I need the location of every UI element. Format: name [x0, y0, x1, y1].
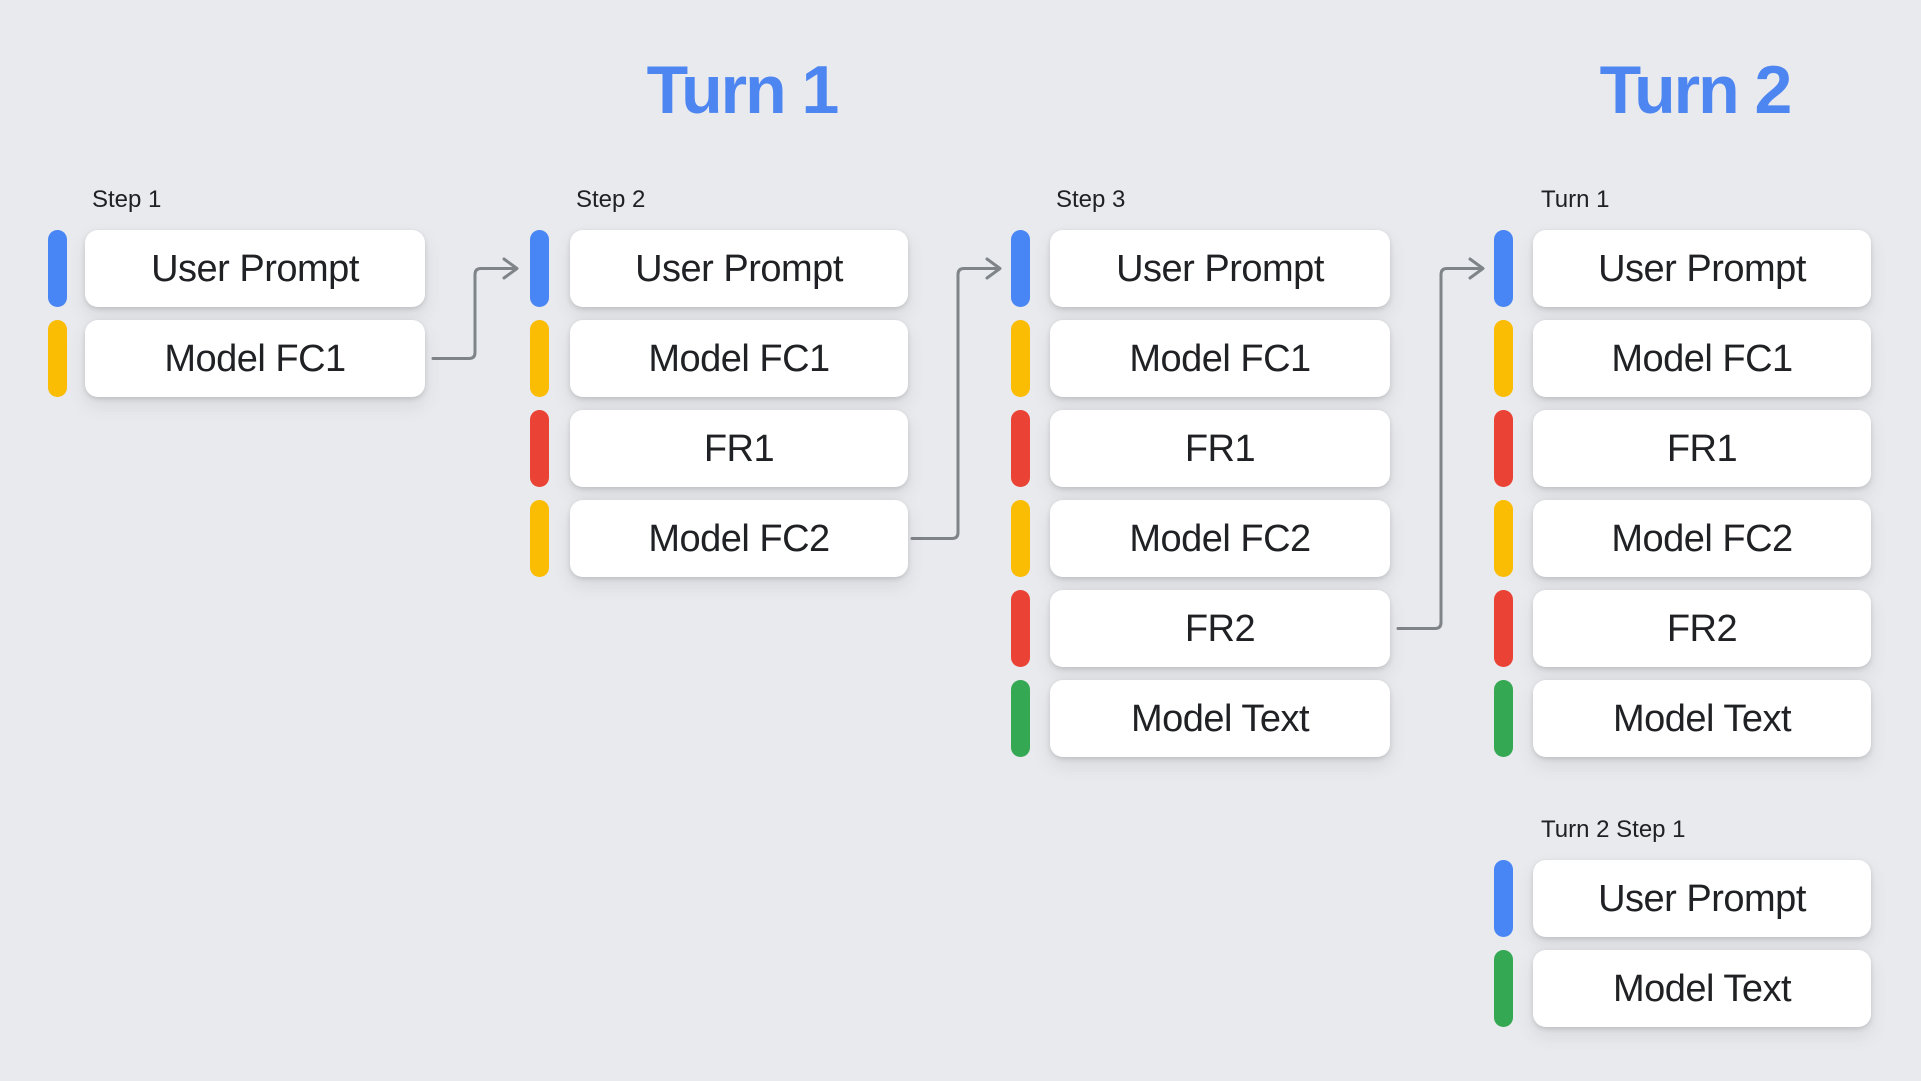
fr2-color-bar [1011, 590, 1030, 667]
fr2-label: FR2 [1666, 607, 1738, 650]
user-prompt-color-bar [1011, 230, 1030, 307]
user-prompt-color-bar [1494, 230, 1513, 307]
model-text-color-bar [1494, 950, 1513, 1027]
fr2-card: FR2 [1050, 590, 1390, 667]
user-prompt-card: User Prompt [1533, 230, 1871, 307]
model-fc2-card: Model FC2 [1050, 500, 1390, 577]
user-prompt-color-bar [1494, 860, 1513, 937]
user-prompt-card: User Prompt [1533, 860, 1871, 937]
group-label-step-2: Step 2 [576, 186, 646, 213]
model-text-card: Model Text [1050, 680, 1390, 757]
user-prompt-color-bar [48, 230, 67, 307]
model-fc2-label: Model FC2 [1611, 517, 1793, 560]
model-fc1-color-bar [530, 320, 549, 397]
model-text-color-bar [1011, 680, 1030, 757]
model-fc1-color-bar [48, 320, 67, 397]
user-prompt-card: User Prompt [1050, 230, 1390, 307]
fr1-label: FR1 [1184, 427, 1256, 470]
turn2-heading: Turn 2 [1599, 52, 1793, 128]
group-label-step-1: Step 1 [92, 186, 162, 213]
group-label-step-3: Step 3 [1056, 186, 1126, 213]
fr1-color-bar [1011, 410, 1030, 487]
user-prompt-card: User Prompt [85, 230, 425, 307]
model-fc2-card: Model FC2 [570, 500, 908, 577]
model-fc2-color-bar [530, 500, 549, 577]
model-text-card: Model Text [1533, 950, 1871, 1027]
arrow-step2-to-step3 [910, 257, 1002, 540]
arrow-step1-to-step2 [431, 257, 519, 360]
user-prompt-label: User Prompt [151, 247, 359, 290]
model-fc1-card: Model FC1 [1533, 320, 1871, 397]
user-prompt-card: User Prompt [570, 230, 908, 307]
model-fc2-label: Model FC2 [648, 517, 830, 560]
model-fc1-label: Model FC1 [1611, 337, 1793, 380]
model-fc1-color-bar [1011, 320, 1030, 397]
model-fc2-card: Model FC2 [1533, 500, 1871, 577]
model-text-label: Model Text [1612, 967, 1792, 1010]
model-text-label: Model Text [1612, 697, 1792, 740]
arrowhead-icon [985, 257, 1002, 280]
user-prompt-label: User Prompt [635, 247, 843, 290]
model-fc2-color-bar [1011, 500, 1030, 577]
model-text-color-bar [1494, 680, 1513, 757]
fr2-color-bar [1494, 590, 1513, 667]
fr1-label: FR1 [1666, 427, 1738, 470]
fr1-color-bar [1494, 410, 1513, 487]
arrowhead-icon [502, 257, 519, 280]
group-label-turn-1: Turn 1 [1541, 186, 1610, 213]
model-fc2-label: Model FC2 [1129, 517, 1311, 560]
model-fc1-label: Model FC1 [164, 337, 346, 380]
model-fc1-label: Model FC1 [1129, 337, 1311, 380]
arrow-step3-to-turn2context [1396, 257, 1485, 630]
model-fc1-card: Model FC1 [570, 320, 908, 397]
user-prompt-label: User Prompt [1116, 247, 1324, 290]
fr1-color-bar [530, 410, 549, 487]
fr1-card: FR1 [1050, 410, 1390, 487]
turn1-heading: Turn 1 [646, 52, 840, 128]
model-text-card: Model Text [1533, 680, 1871, 757]
fr1-card: FR1 [570, 410, 908, 487]
model-fc1-color-bar [1494, 320, 1513, 397]
model-fc2-color-bar [1494, 500, 1513, 577]
fr1-card: FR1 [1533, 410, 1871, 487]
fr2-card: FR2 [1533, 590, 1871, 667]
fr2-label: FR2 [1184, 607, 1256, 650]
model-text-label: Model Text [1130, 697, 1310, 740]
user-prompt-label: User Prompt [1598, 877, 1806, 920]
user-prompt-color-bar [530, 230, 549, 307]
arrowhead-icon [1468, 257, 1485, 280]
model-fc1-label: Model FC1 [648, 337, 830, 380]
user-prompt-label: User Prompt [1598, 247, 1806, 290]
model-fc1-card: Model FC1 [85, 320, 425, 397]
group-label-turn-2-step-1: Turn 2 Step 1 [1541, 816, 1686, 843]
model-fc1-card: Model FC1 [1050, 320, 1390, 397]
fr1-label: FR1 [703, 427, 775, 470]
